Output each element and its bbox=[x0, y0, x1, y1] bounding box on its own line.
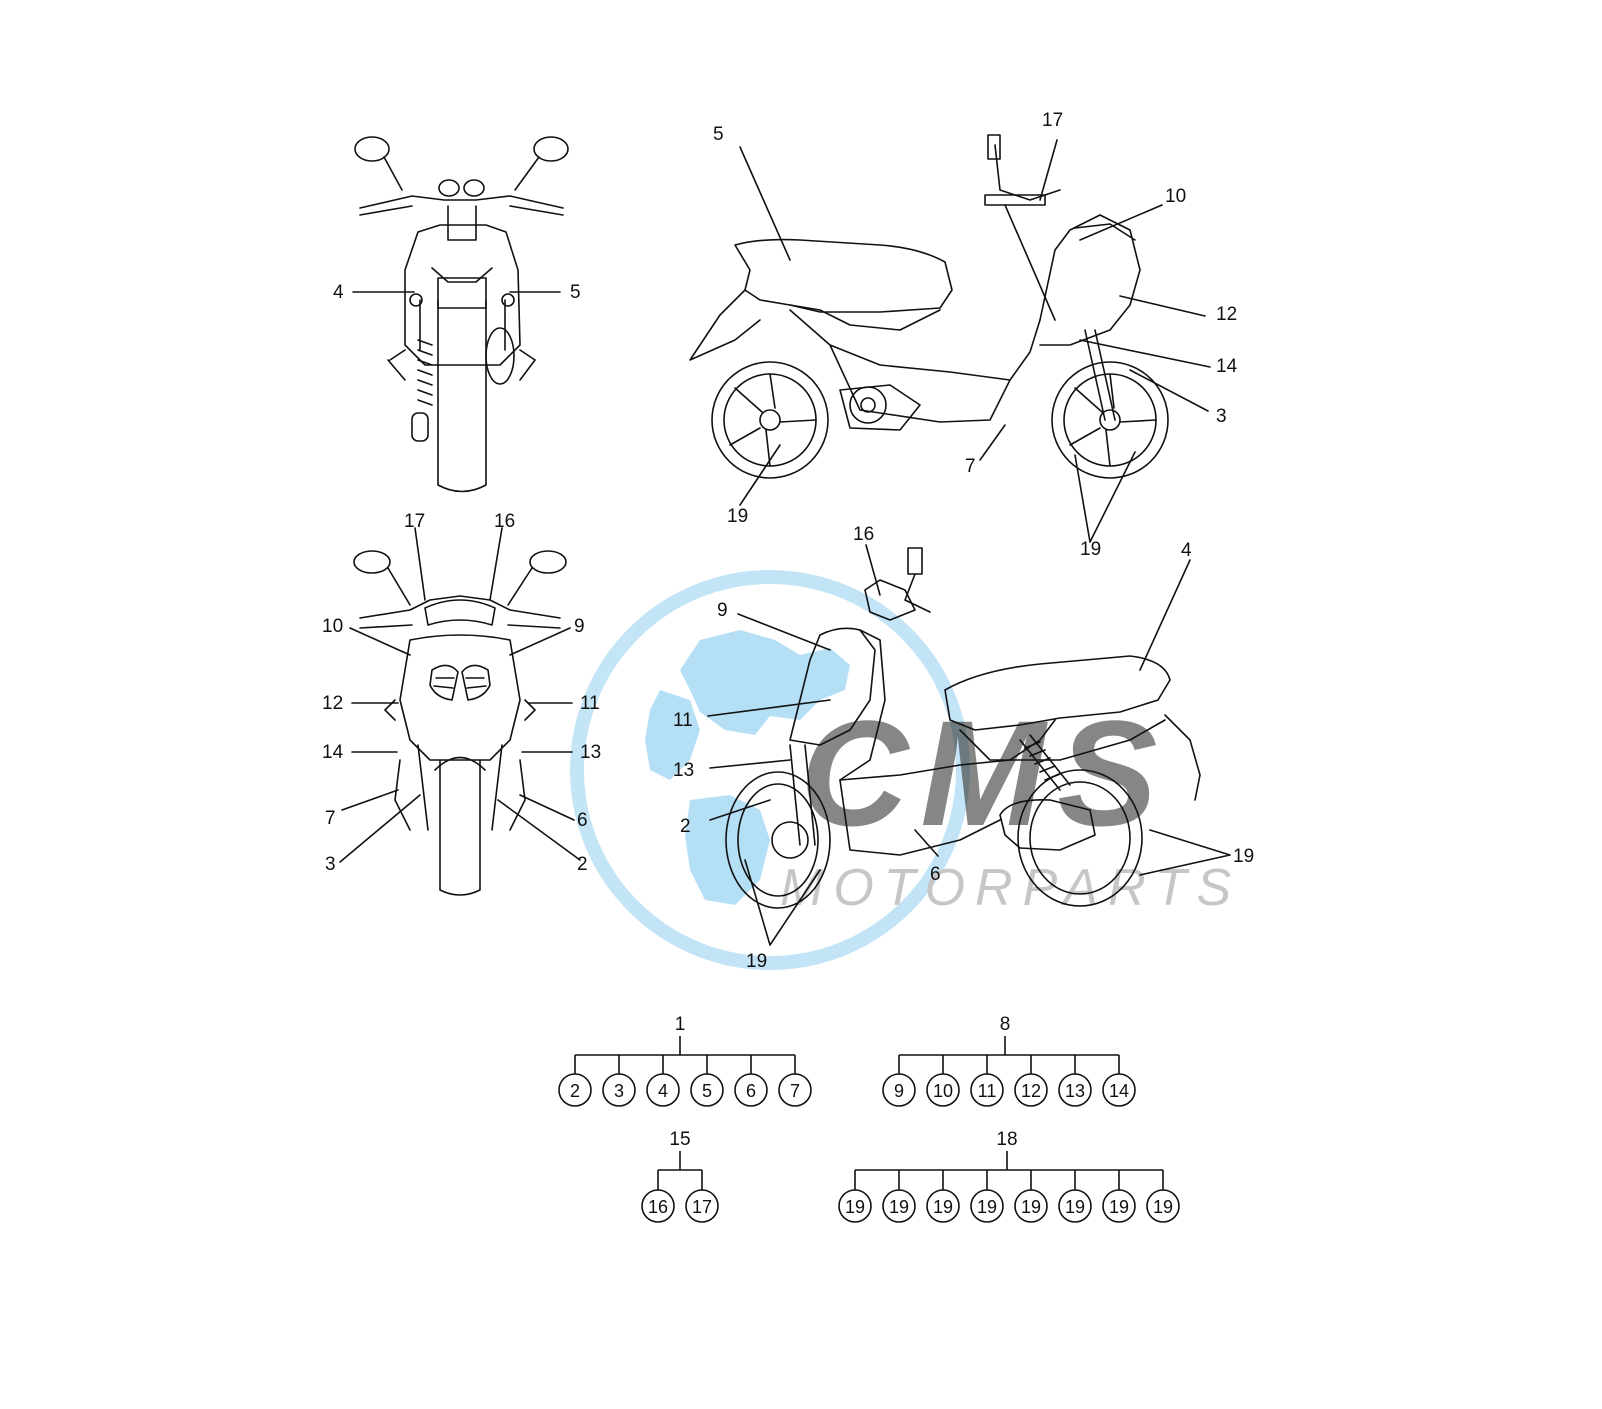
callout-label: 2 bbox=[680, 816, 691, 837]
callout-label: 19 bbox=[727, 506, 748, 527]
callout-label: 13 bbox=[673, 760, 694, 781]
assembly-child-circle bbox=[1014, 1189, 1048, 1223]
callout-label: 10 bbox=[322, 616, 343, 637]
callout-label: 9 bbox=[574, 616, 585, 637]
assembly-child-label: 14 bbox=[1109, 1081, 1129, 1101]
callout-label: 14 bbox=[1216, 356, 1238, 377]
left-view-labels: 16 4 9 11 13 2 6 19 19 bbox=[673, 524, 1254, 972]
assembly-child-circle bbox=[1058, 1073, 1092, 1107]
assembly-child-label: 4 bbox=[658, 1081, 668, 1101]
callout-label: 6 bbox=[577, 810, 588, 831]
assembly-child-circle bbox=[1058, 1189, 1092, 1223]
front-view bbox=[339, 527, 581, 896]
assembly-child-label: 7 bbox=[790, 1081, 800, 1101]
assembly-child-circle bbox=[685, 1189, 719, 1223]
assembly-child-circle bbox=[926, 1073, 960, 1107]
callout-label: 11 bbox=[580, 693, 600, 714]
watermark-brand: CMS bbox=[800, 689, 1169, 857]
assembly-child-circle bbox=[602, 1073, 636, 1107]
callout-label: 19 bbox=[1080, 539, 1101, 560]
callout-label: 3 bbox=[325, 854, 336, 875]
assembly-group: 18 19 19 19 19 19 19 19 19 bbox=[838, 1129, 1180, 1223]
assembly-child-circle bbox=[778, 1073, 812, 1107]
assembly-child-circle bbox=[926, 1189, 960, 1223]
assembly-child-label: 9 bbox=[894, 1081, 904, 1101]
callout-label: 9 bbox=[717, 600, 728, 621]
assembly-parent-label: 1 bbox=[675, 1014, 686, 1035]
callout-label: 7 bbox=[325, 808, 336, 829]
assembly-child-label: 19 bbox=[889, 1197, 909, 1217]
callout-label: 13 bbox=[580, 742, 601, 763]
watermark-tagline: MOTORPARTS bbox=[780, 859, 1241, 917]
left-view bbox=[707, 544, 1231, 946]
assembly-child-circle bbox=[1102, 1189, 1136, 1223]
callout-label: 16 bbox=[853, 524, 874, 545]
assembly-child-circle bbox=[646, 1073, 680, 1107]
callout-label: 6 bbox=[930, 864, 941, 885]
assembly-group: 15 16 17 bbox=[641, 1129, 719, 1223]
assembly-child-label: 19 bbox=[1065, 1197, 1085, 1217]
callout-label: 11 bbox=[673, 710, 693, 731]
callout-label: 10 bbox=[1165, 186, 1186, 207]
assembly-child-label: 19 bbox=[977, 1197, 997, 1217]
front-view-labels: 17 16 10 9 12 11 14 13 7 6 3 2 bbox=[322, 511, 601, 875]
callout-label: 19 bbox=[1233, 846, 1254, 867]
assembly-child-circle bbox=[970, 1189, 1004, 1223]
assembly-child-circle bbox=[641, 1189, 675, 1223]
assembly-child-circle bbox=[734, 1073, 768, 1107]
assembly-parent-label: 18 bbox=[996, 1129, 1017, 1150]
assembly-child-label: 19 bbox=[933, 1197, 953, 1217]
rear-view bbox=[352, 136, 569, 493]
watermark-globe-continents bbox=[645, 630, 850, 905]
assembly-child-label: 10 bbox=[933, 1081, 953, 1101]
assembly-group: 1 2 3 4 5 6 7 bbox=[558, 1014, 812, 1107]
assembly-child-label: 2 bbox=[570, 1081, 580, 1101]
assembly-child-label: 3 bbox=[614, 1081, 624, 1101]
assembly-child-label: 19 bbox=[1109, 1197, 1129, 1217]
callout-label: 7 bbox=[965, 456, 976, 477]
assembly-parent-label: 8 bbox=[1000, 1014, 1011, 1035]
callout-label: 12 bbox=[1216, 304, 1237, 325]
assembly-parent-label: 15 bbox=[669, 1129, 690, 1150]
callout-label: 5 bbox=[713, 124, 724, 145]
assembly-child-circle bbox=[882, 1073, 916, 1107]
callout-label: 4 bbox=[1181, 540, 1192, 561]
rear-view-labels: 4 5 bbox=[333, 282, 581, 303]
callout-label: 4 bbox=[333, 282, 344, 303]
callout-label: 2 bbox=[577, 854, 588, 875]
callout-label: 14 bbox=[322, 742, 344, 763]
callout-label: 17 bbox=[404, 511, 425, 532]
assembly-child-label: 11 bbox=[978, 1081, 997, 1101]
callout-label: 5 bbox=[570, 282, 581, 303]
watermark-globe-ring bbox=[570, 570, 970, 970]
assembly-child-circle bbox=[1014, 1073, 1048, 1107]
assembly-group: 8 9 10 11 12 13 14 bbox=[882, 1014, 1136, 1107]
callout-label: 19 bbox=[746, 951, 767, 972]
assembly-child-label: 6 bbox=[746, 1081, 756, 1101]
assembly-child-label: 19 bbox=[845, 1197, 865, 1217]
right-side-view bbox=[689, 134, 1211, 543]
callout-label: 16 bbox=[494, 511, 515, 532]
assembly-child-circle bbox=[970, 1073, 1004, 1107]
assembly-child-label: 12 bbox=[1021, 1081, 1041, 1101]
assembly-child-label: 19 bbox=[1153, 1197, 1173, 1217]
assembly-child-label: 19 bbox=[1021, 1197, 1041, 1217]
assembly-child-label: 5 bbox=[702, 1081, 712, 1101]
callout-label: 3 bbox=[1216, 406, 1227, 427]
callout-label: 12 bbox=[322, 693, 343, 714]
assembly-child-label: 17 bbox=[692, 1197, 712, 1217]
assembly-child-circle bbox=[1102, 1073, 1136, 1107]
assembly-child-circle bbox=[558, 1073, 592, 1107]
assembly-child-circle bbox=[690, 1073, 724, 1107]
assembly-child-circle bbox=[1146, 1189, 1180, 1223]
assembly-child-circle bbox=[838, 1189, 872, 1223]
assembly-child-label: 16 bbox=[648, 1197, 668, 1217]
assembly-child-label: 13 bbox=[1065, 1081, 1085, 1101]
callout-label: 17 bbox=[1042, 110, 1063, 131]
assembly-child-circle bbox=[882, 1189, 916, 1223]
right-side-view-labels: 5 17 10 12 14 3 7 19 19 bbox=[713, 110, 1238, 560]
